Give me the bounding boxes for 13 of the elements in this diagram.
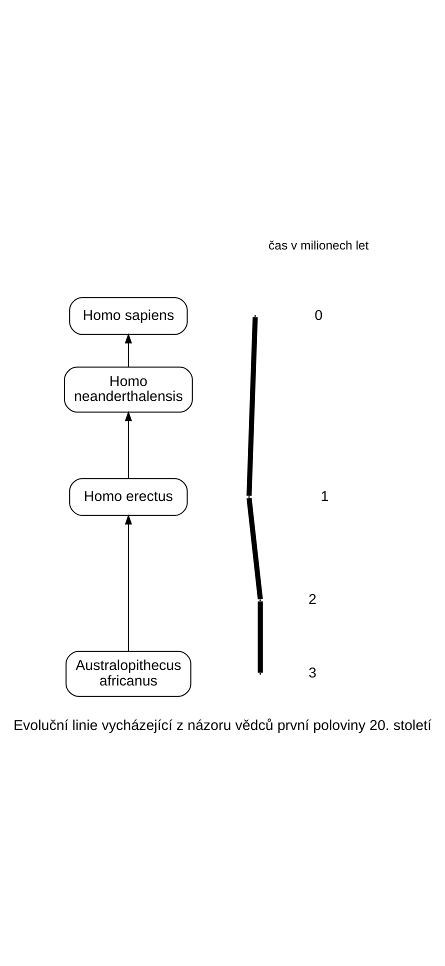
- node-box: Homo erectus: [69, 478, 188, 516]
- label: čas v milionech let: [268, 238, 369, 253]
- label: 1: [320, 488, 329, 505]
- label: 2: [308, 592, 316, 608]
- arrow: [124, 333, 132, 368]
- arrow: [124, 410, 132, 479]
- arrow: [124, 514, 132, 652]
- label: 0: [314, 308, 323, 324]
- node-box: Australopithecus africanus: [66, 650, 192, 697]
- label: 3: [308, 666, 316, 682]
- node-box: Homo sapiens: [69, 297, 188, 335]
- node-box: Homo neanderthalensis: [64, 366, 193, 413]
- caption: Evoluční linie vycházející z názoru vědců první poloviny 20. století: [13, 718, 432, 734]
